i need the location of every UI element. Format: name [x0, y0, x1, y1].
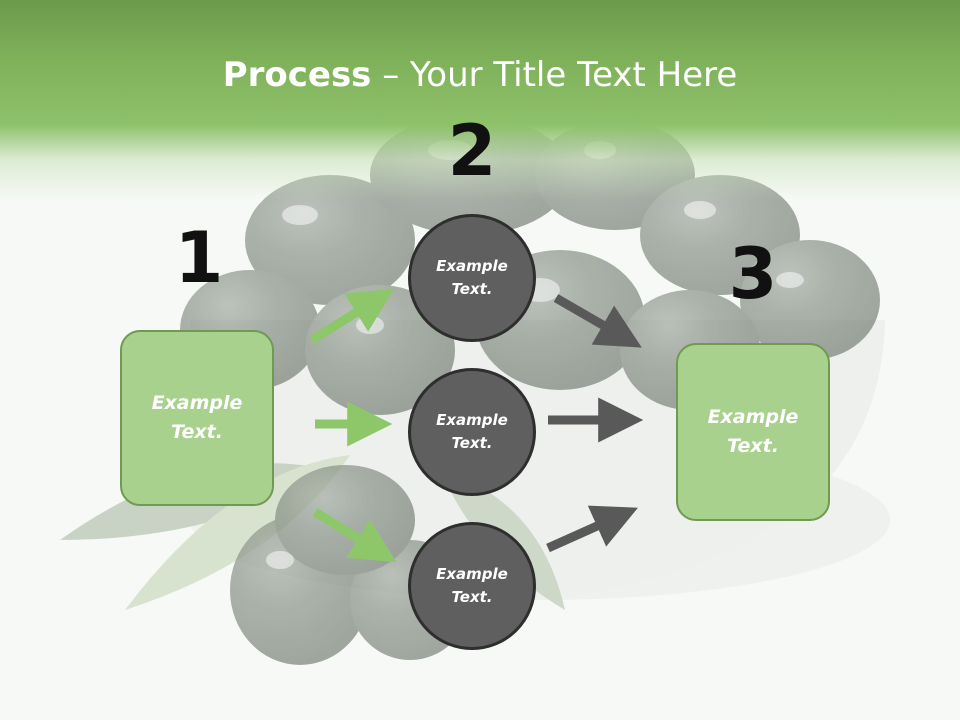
- step-1-text-line2: Text.: [171, 421, 223, 443]
- circle-middle-text-line2: Text.: [451, 434, 493, 452]
- circle-top-text-line1: Example: [436, 257, 508, 275]
- step-number-2: 2: [447, 110, 497, 192]
- circle-top-text-line2: Text.: [451, 280, 493, 298]
- gray-arrow-down: [553, 294, 642, 348]
- step-1-box[interactable]: Example Text.: [120, 330, 274, 506]
- circle-top-text: Example Text.: [436, 255, 508, 301]
- step-number-1: 1: [174, 217, 224, 299]
- slide-title-bold: Process: [222, 55, 372, 95]
- gray-arrow-up: [546, 505, 638, 553]
- slide-title-rest: – Your Title Text Here: [371, 55, 738, 95]
- circle-top[interactable]: Example Text.: [408, 214, 536, 342]
- circle-bottom-text: Example Text.: [436, 563, 508, 609]
- step-number-3: 3: [728, 233, 778, 315]
- step-3-box[interactable]: Example Text.: [676, 343, 830, 521]
- step-3-text: Example Text.: [708, 403, 799, 461]
- step-1-text: Example Text.: [152, 389, 243, 447]
- title-bar: [0, 0, 960, 200]
- green-arrow-up: [309, 288, 395, 344]
- slide-title[interactable]: Process – Your Title Text Here: [0, 52, 960, 98]
- circle-bottom-text-line1: Example: [436, 565, 508, 583]
- circle-bottom[interactable]: Example Text.: [408, 522, 536, 650]
- circle-middle-text-line1: Example: [436, 411, 508, 429]
- circle-middle-text: Example Text.: [436, 409, 508, 455]
- step-3-text-line2: Text.: [727, 435, 779, 457]
- circle-middle[interactable]: Example Text.: [408, 368, 536, 496]
- step-1-text-line1: Example: [151, 392, 243, 414]
- step-3-text-line1: Example: [707, 406, 799, 428]
- circle-bottom-text-line2: Text.: [451, 588, 493, 606]
- green-arrow-down: [312, 508, 397, 563]
